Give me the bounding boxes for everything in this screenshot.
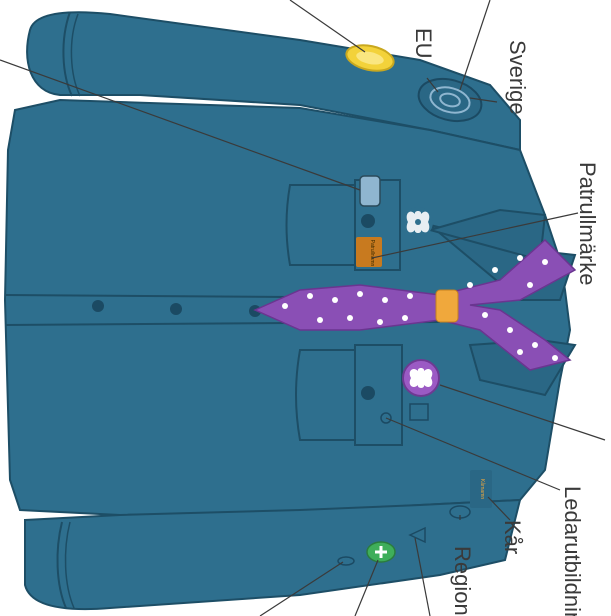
woggle (436, 290, 458, 322)
upper-pocket (287, 185, 356, 265)
label-kar: Kår (500, 520, 525, 554)
label-sverige: Sverige (505, 40, 530, 115)
pen-icon (360, 176, 380, 206)
kar-badge-text: Kårnamn (479, 479, 486, 500)
leader-training-badge (403, 360, 439, 396)
patrol-badge-text: Patrullnamn (369, 240, 375, 267)
fleur-de-lis-icon (403, 207, 433, 237)
button (92, 300, 104, 312)
green-badge (367, 542, 395, 562)
label-ledarutbildning: Ledarutbildning (560, 486, 585, 616)
label-patrullmarke: Patrullmärke (575, 162, 600, 285)
label-region: Region (450, 546, 475, 616)
label-eu: EU (411, 28, 436, 59)
button (170, 303, 182, 315)
patrol-badge (356, 237, 382, 267)
lower-pocket (296, 350, 355, 440)
lower-sleeve (25, 500, 520, 609)
